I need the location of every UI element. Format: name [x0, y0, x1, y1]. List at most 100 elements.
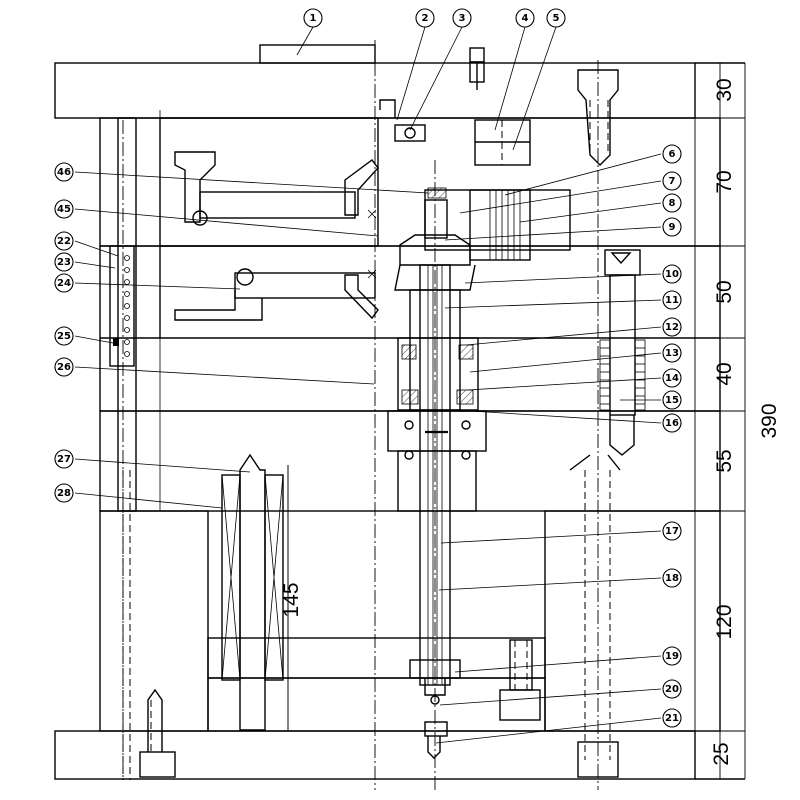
callout-number: 10	[665, 269, 679, 280]
callout-number: 11	[665, 295, 679, 306]
callout-circle	[662, 390, 682, 410]
dim-390: 390	[758, 403, 781, 438]
callout-circle	[662, 568, 682, 588]
callout-number: 8	[669, 198, 676, 209]
callout-number: 24	[57, 278, 71, 289]
callout-number: 16	[665, 418, 679, 429]
callout-3: 3	[452, 8, 472, 28]
callout-25: 25	[54, 326, 74, 346]
callout-circle	[303, 8, 323, 28]
a-plate	[99, 117, 721, 247]
callout-24: 24	[54, 273, 74, 293]
callout-circle	[452, 8, 472, 28]
callout-number: 21	[665, 713, 679, 724]
plates	[54, 44, 745, 780]
callout-circle	[662, 264, 682, 284]
callout-4: 4	[515, 8, 535, 28]
locating-ring	[259, 44, 376, 64]
dim-25: 25	[710, 742, 733, 765]
callout-16: 16	[662, 413, 682, 433]
center-sleeve	[387, 264, 487, 759]
callout-10: 10	[662, 264, 682, 284]
support-pillar	[139, 453, 289, 778]
callout-circle	[54, 357, 74, 377]
callout-number: 6	[669, 149, 676, 160]
callout-circle	[415, 8, 435, 28]
callout-27: 27	[54, 449, 74, 469]
callout-7: 7	[662, 171, 682, 191]
callout-circle	[662, 217, 682, 237]
callout-number: 14	[665, 373, 679, 384]
callout-circle	[515, 8, 535, 28]
callout-number: 27	[57, 454, 71, 465]
callout-number: 13	[665, 348, 679, 359]
callout-number: 45	[57, 204, 71, 215]
left-guide-assembly	[109, 110, 161, 780]
callout-circle	[662, 343, 682, 363]
callout-circle	[54, 483, 74, 503]
callout-circle	[54, 199, 74, 219]
callout-circle	[662, 413, 682, 433]
callout-circle	[662, 171, 682, 191]
ejector-retainer-plate	[207, 677, 546, 732]
callout-19: 19	[662, 646, 682, 666]
callout-number: 19	[665, 651, 679, 662]
callout-number: 9	[669, 222, 676, 233]
dim-145: 145	[280, 582, 303, 617]
callout-circle	[662, 708, 682, 728]
callout-26: 26	[54, 357, 74, 377]
callout-21: 21	[662, 708, 682, 728]
heater-coil-lines	[489, 190, 521, 260]
callout-6: 6	[662, 144, 682, 164]
callout-18: 18	[662, 568, 682, 588]
callout-12: 12	[662, 317, 682, 337]
dim-70: 70	[713, 170, 736, 193]
callout-17: 17	[662, 521, 682, 541]
spring-coils-left	[124, 255, 130, 357]
dim-30: 30	[713, 78, 736, 101]
callout-circle	[662, 646, 682, 666]
callout-circle	[54, 326, 74, 346]
callout-circle	[662, 144, 682, 164]
callout-number: 20	[665, 684, 679, 695]
callout-number: 15	[665, 395, 679, 406]
callout-number: 4	[522, 13, 529, 24]
leader-lines	[74, 26, 662, 744]
dimension-strip: 30 70 50 40 55 120 25 390 145	[280, 63, 781, 779]
callout-circle	[54, 231, 74, 251]
callout-circle	[54, 449, 74, 469]
callout-circle	[662, 290, 682, 310]
callout-number: 26	[57, 362, 71, 373]
ejector-plate	[207, 637, 546, 679]
callout-45: 45	[54, 199, 74, 219]
right-guide-assembly	[499, 69, 646, 778]
support-plate	[99, 410, 721, 512]
dim-55: 55	[713, 449, 736, 472]
callout-circle	[662, 193, 682, 213]
callout-number: 46	[57, 167, 71, 178]
callout-5: 5	[546, 8, 566, 28]
callout-8: 8	[662, 193, 682, 213]
dim-50: 50	[713, 280, 736, 303]
toggle-linkage	[174, 151, 379, 321]
callout-circle	[54, 252, 74, 272]
callout-circle	[54, 162, 74, 182]
dim-40: 40	[713, 362, 736, 385]
callout-circle	[546, 8, 566, 28]
callout-circle	[662, 317, 682, 337]
callout-number: 1	[310, 13, 317, 24]
callout-circle	[662, 521, 682, 541]
callout-number: 23	[57, 257, 71, 268]
spacer-block-left	[99, 510, 209, 732]
callout-number: 28	[57, 488, 71, 499]
callout-number: 5	[553, 13, 560, 24]
callout-number: 7	[669, 176, 676, 187]
callout-46: 46	[54, 162, 74, 182]
callout-28: 28	[54, 483, 74, 503]
callout-11: 11	[662, 290, 682, 310]
callout-number: 22	[57, 236, 71, 247]
nozzle-assembly	[379, 47, 571, 291]
callout-13: 13	[662, 343, 682, 363]
dim-120: 120	[713, 604, 736, 639]
